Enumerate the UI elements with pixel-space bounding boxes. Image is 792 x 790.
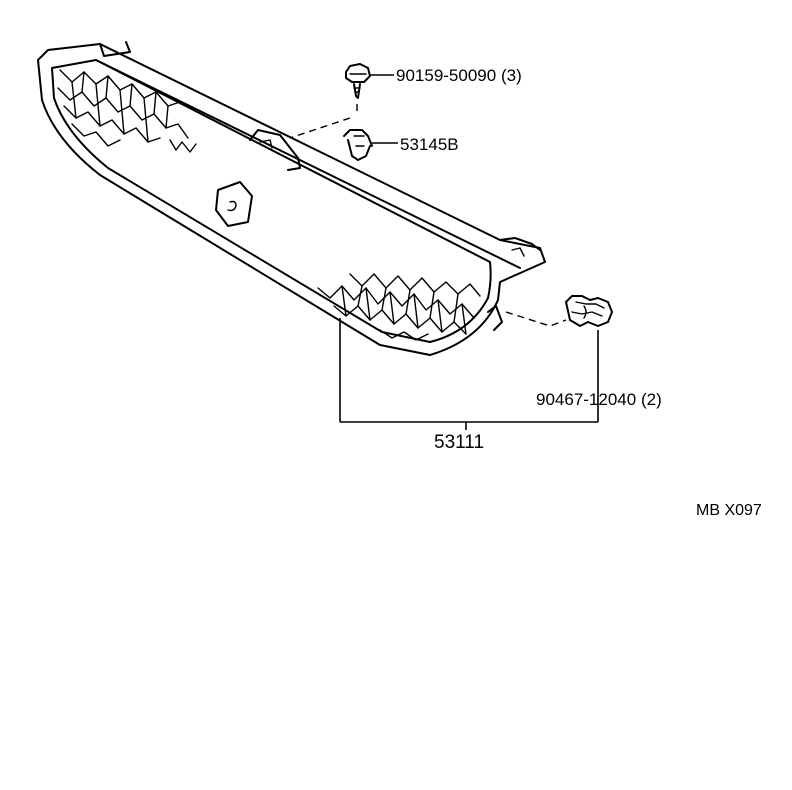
clip-install-path xyxy=(505,311,567,327)
clip-part[interactable] xyxy=(565,295,613,327)
grille-mesh-right xyxy=(317,273,481,341)
radiator-grille[interactable] xyxy=(37,41,546,356)
clip-part-number-label: 90467-12040 (2) xyxy=(536,390,662,409)
diagram-reference-code: MB X097 xyxy=(696,502,762,519)
screw-part[interactable] xyxy=(345,63,371,99)
nut-part-number-label: 53145B xyxy=(400,135,459,154)
grille-part-number-label: 53111 xyxy=(434,432,484,453)
callout-bracket xyxy=(339,318,599,430)
screw-install-path xyxy=(289,104,358,139)
grille-mesh-left xyxy=(57,69,197,153)
nut-part[interactable] xyxy=(343,129,373,161)
screw-part-number-label: 90159-50090 (3) xyxy=(396,66,522,85)
